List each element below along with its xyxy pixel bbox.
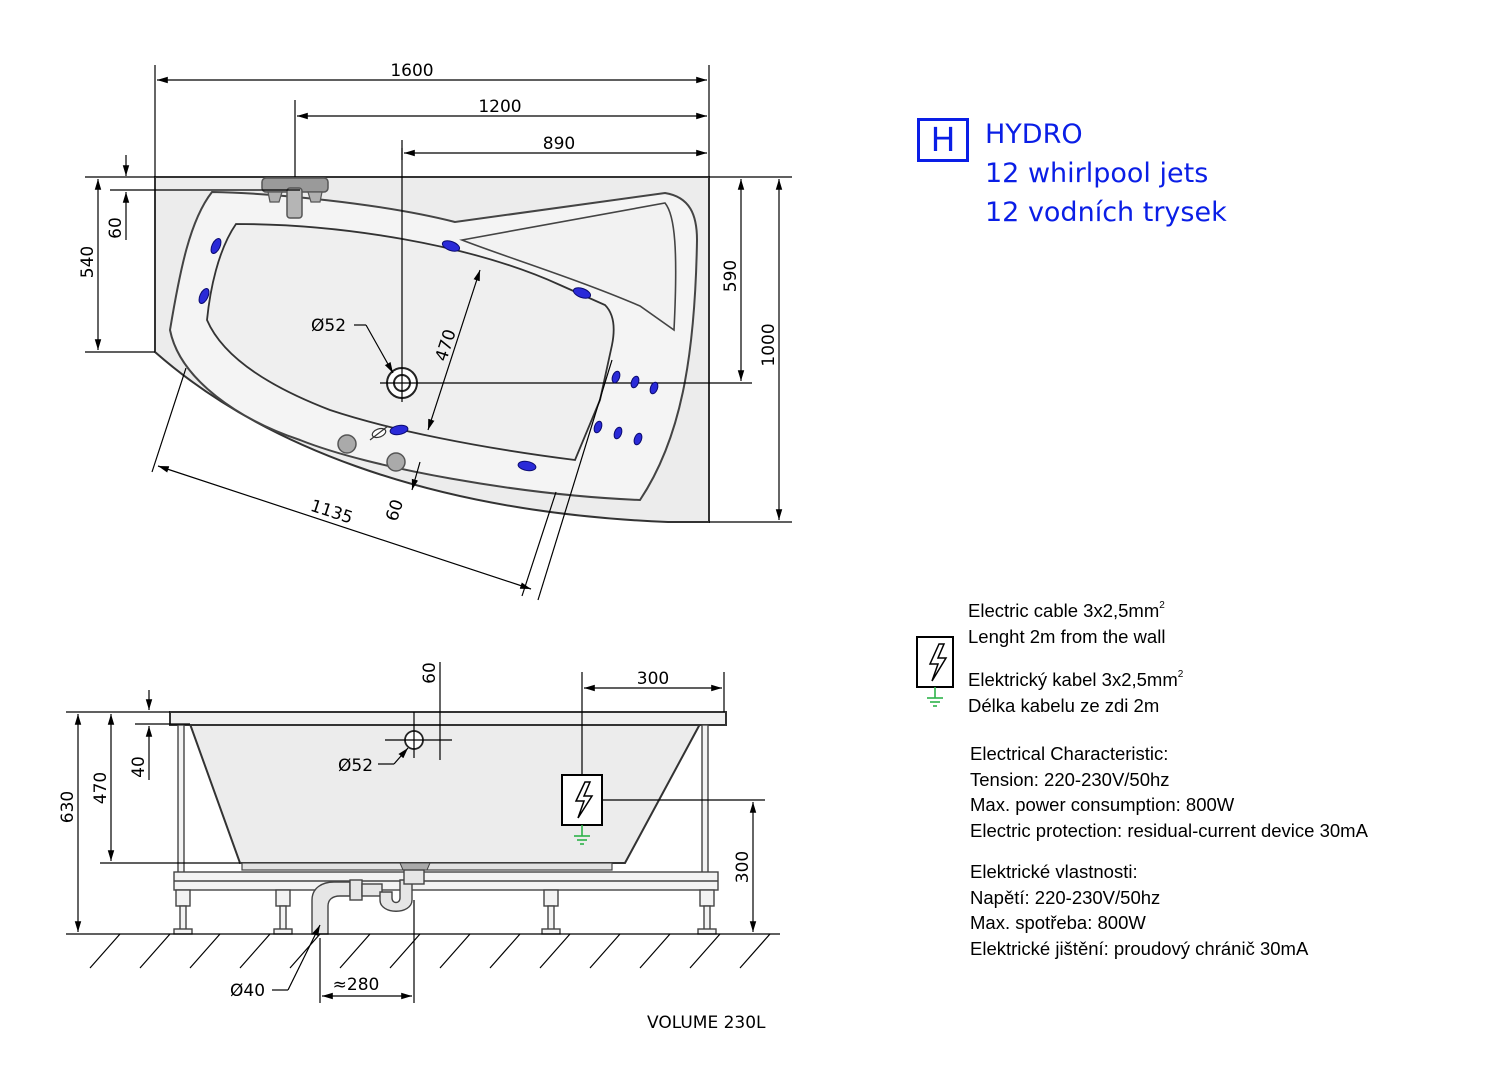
control-button xyxy=(337,434,357,454)
dim-60-top: 60 xyxy=(106,217,126,239)
drain-side-view xyxy=(385,712,452,758)
dim-approx-280: ≈280 xyxy=(333,975,380,995)
faucet-spout xyxy=(286,187,303,219)
hydro-badge: H xyxy=(917,118,969,162)
cable-en-sup: 2 xyxy=(1159,600,1165,611)
dim-630: 630 xyxy=(58,791,78,823)
cable-cz-sup: 2 xyxy=(1177,669,1184,680)
tub-rim-side xyxy=(169,711,727,726)
jet xyxy=(210,238,222,254)
jet xyxy=(441,240,461,252)
waste-siphon xyxy=(311,869,425,935)
dim-60-side: 60 xyxy=(420,662,440,684)
cable-cz-text: Elektrický kabel 3x2,5mm xyxy=(968,669,1178,691)
dim-1000: 1000 xyxy=(759,323,779,366)
dim-60-edge: 60 xyxy=(382,497,408,524)
jet xyxy=(389,424,409,436)
side-left-dims xyxy=(66,690,240,932)
drain-label-top: Ø52 xyxy=(311,316,346,336)
jet xyxy=(198,288,210,304)
jet xyxy=(630,375,640,389)
dim-1600: 1600 xyxy=(390,61,433,81)
hydro-jets-en: 12 whirlpool jets xyxy=(985,158,1209,189)
top-horizontal-dims xyxy=(154,65,710,177)
cable-length-cz: Délka kabelu ze zdi 2m xyxy=(968,694,1160,716)
top-view: 1600 1200 890 540 60 590 1000 113 xyxy=(78,61,792,601)
hydro-jets-cz: 12 vodních trysek xyxy=(985,197,1227,228)
char-en-tension: Tension: 220-230V/50hz xyxy=(970,768,1170,790)
jet xyxy=(593,420,603,434)
electrical-characteristics-cz: Elektrické vlastnosti: Napětí: 220-230V/… xyxy=(970,859,1308,961)
floor-hatching xyxy=(66,933,780,969)
cable-en-text: Electric cable 3x2,5mm xyxy=(968,600,1160,622)
char-en-heading: Electrical Characteristic: xyxy=(970,743,1169,764)
dim-300-vertical: 300 xyxy=(733,851,753,883)
char-cz-power: Max. spotřeba: 800W xyxy=(970,912,1146,933)
tub-backrest xyxy=(459,202,677,332)
jet xyxy=(649,381,659,395)
jet xyxy=(572,287,592,299)
whirlpool-jets xyxy=(198,238,659,472)
top-left-dims xyxy=(85,155,300,353)
char-en-power: Max. power consumption: 800W xyxy=(970,794,1235,815)
diagonal-dim xyxy=(151,367,557,597)
electrical-characteristics-en: Electrical Characteristic: Tension: 220-… xyxy=(970,741,1368,843)
char-en-protection: Electric protection: residual-current de… xyxy=(970,819,1368,841)
dim-540: 540 xyxy=(78,246,98,278)
electric-cable-en: Electric cable 3x2,5mm2 Lenght 2m from t… xyxy=(968,595,1165,649)
dim-890: 890 xyxy=(543,134,575,154)
cable-length-en: Lenght 2m from the wall xyxy=(968,625,1166,647)
faucet-handle-left xyxy=(267,191,283,203)
jet xyxy=(613,426,623,440)
side-view: 630 470 40 60 300 300 Ø52 Ø40 xyxy=(58,662,780,1003)
volume-label: VOLUME 230L xyxy=(647,1013,766,1033)
jet xyxy=(611,370,621,384)
dim-1200: 1200 xyxy=(478,97,521,117)
hydro-title: HYDRO xyxy=(985,119,1083,150)
inner-470-dim xyxy=(427,269,481,431)
edge-60-dim xyxy=(411,359,613,601)
electric-cable-cz: Elektrický kabel 3x2,5mm2 Délka kabelu z… xyxy=(968,664,1183,718)
dim-300-horizontal: 300 xyxy=(637,669,669,689)
dim-590: 590 xyxy=(721,260,741,292)
drain-label-side: Ø52 xyxy=(338,756,373,776)
top-right-dims xyxy=(709,176,792,523)
hydro-feature-text: HYDRO 12 whirlpool jets 12 vodních tryse… xyxy=(985,115,1227,232)
char-cz-heading: Elektrické vlastnosti: xyxy=(970,861,1138,882)
waste-label: Ø40 xyxy=(230,981,265,1001)
dim-470-side: 470 xyxy=(91,772,111,804)
electric-legend-icon xyxy=(916,636,954,707)
char-cz-tension: Napětí: 220-230V/50hz xyxy=(970,886,1161,908)
faucet-handle-right xyxy=(307,191,323,203)
char-cz-protection: Elektrické jištění: proudový chránič 30m… xyxy=(970,937,1309,959)
dim-40: 40 xyxy=(129,756,149,778)
jet xyxy=(633,432,643,446)
tub-body-side xyxy=(188,723,702,864)
support-frame xyxy=(173,724,719,935)
control-button xyxy=(386,452,406,472)
